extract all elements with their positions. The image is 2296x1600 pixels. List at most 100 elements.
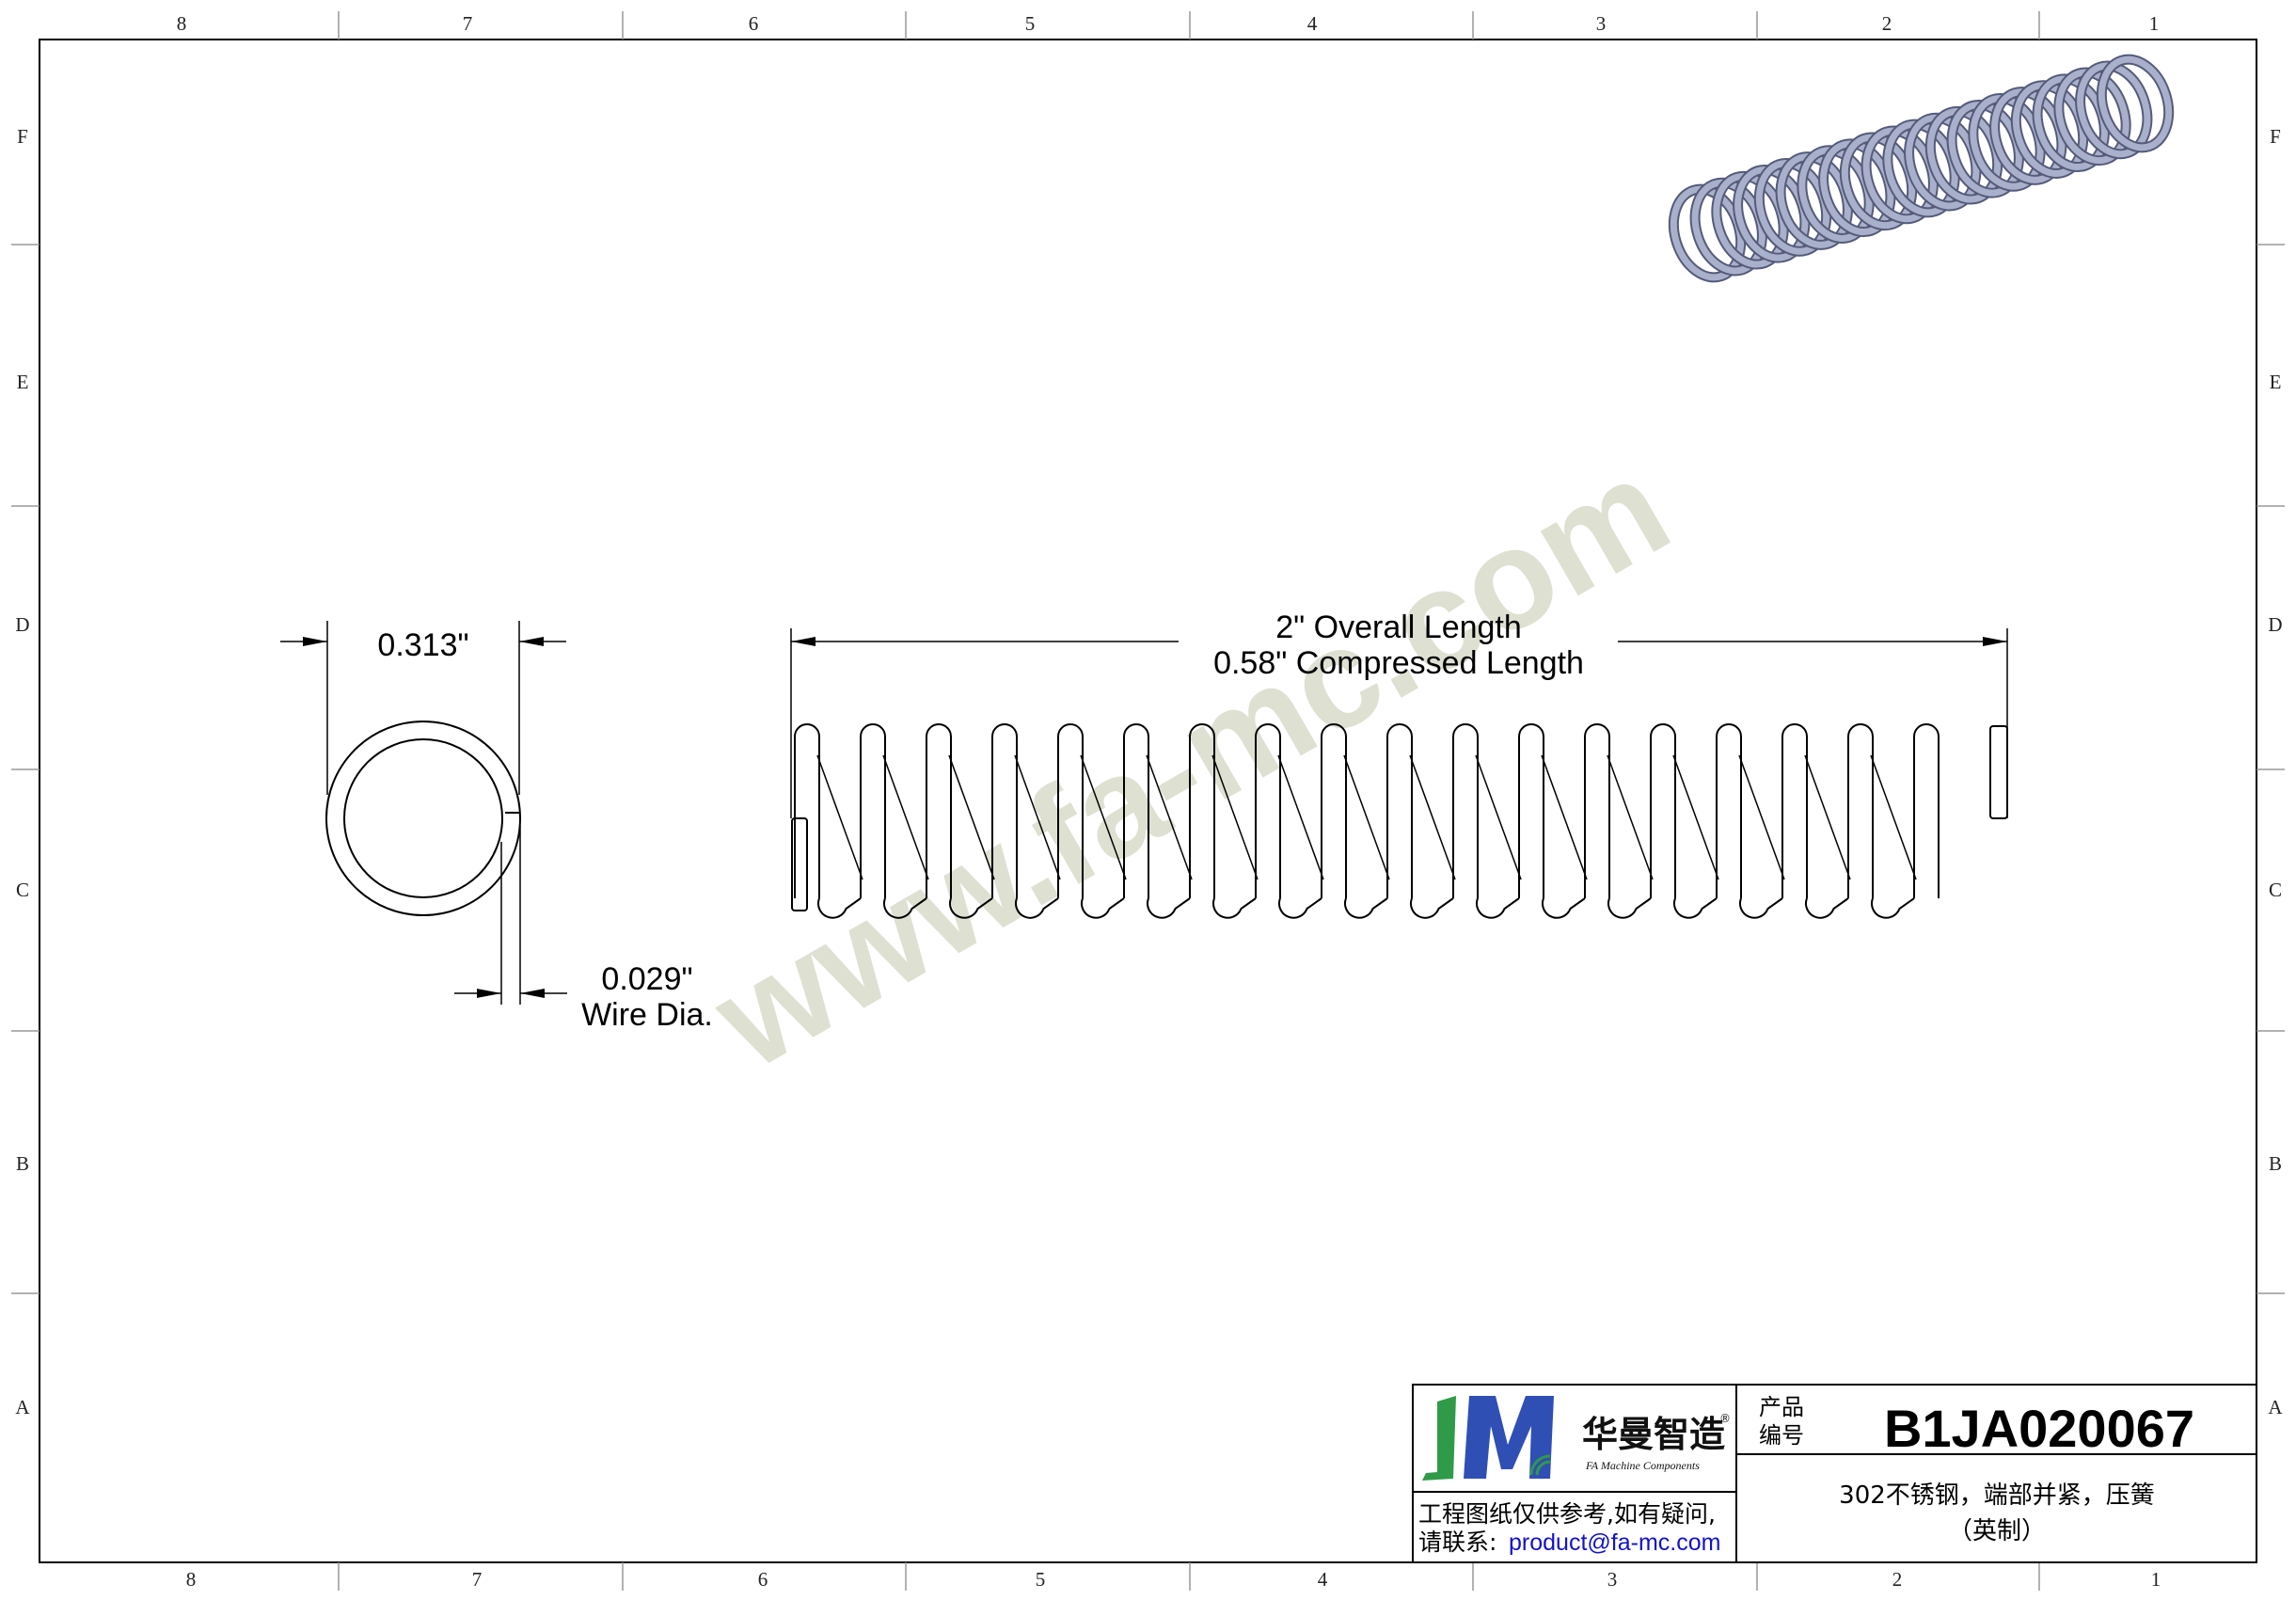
spring-coil-bottom <box>1343 897 1388 919</box>
spring-coil-front <box>926 723 952 898</box>
zone-row-label-right: A <box>2268 1396 2283 1418</box>
iso-coil <box>2098 55 2173 151</box>
zone-column-label-bottom: 2 <box>1892 1568 1903 1591</box>
wd-arrow-left <box>477 989 501 998</box>
zone-column-label-top: 2 <box>1882 12 1892 35</box>
zone-row-label-right: B <box>2269 1152 2282 1175</box>
spring-coil-front <box>1847 723 1874 898</box>
spring-coil-front <box>991 723 1018 898</box>
spring-coil-back <box>1409 754 1456 880</box>
spring-coil-bottom <box>1475 897 1520 919</box>
zone-row-label-left: E <box>17 371 29 393</box>
wire-diameter-dimension <box>454 826 567 1005</box>
spring-coil-back <box>948 754 995 880</box>
spring-coil-front <box>860 723 886 898</box>
title-block <box>1412 1384 2257 1563</box>
iso-coil <box>2077 62 2151 158</box>
spring-coil-back <box>1146 754 1193 880</box>
spring-coil-back <box>1870 754 1917 880</box>
spring-coil-bottom <box>1409 897 1454 919</box>
logo-english-name: FA Machine Components <box>1585 1459 1700 1472</box>
wd-arrow-right <box>520 989 545 998</box>
product-label-line-2: 编号 <box>1759 1422 1804 1449</box>
zone-column-label-bottom: 1 <box>2151 1568 2161 1591</box>
spring-coil-back <box>1738 754 1785 880</box>
zone-row-label-right: D <box>2268 613 2282 636</box>
contact-label: 请联系: <box>1418 1529 1496 1556</box>
zone-row-label-right: C <box>2269 879 2282 901</box>
spring-coil-bottom <box>1607 897 1652 919</box>
overall-length-label: 2" Overall Length <box>1275 610 1522 645</box>
zone-column-label-bottom: 7 <box>472 1568 483 1591</box>
outer-diameter-label: 0.313" <box>377 627 468 663</box>
zone-column-label-top: 4 <box>1307 12 1318 35</box>
spring-coil-bottom <box>1146 897 1191 919</box>
end-view-outer-circle <box>325 721 521 916</box>
spring-coil-back <box>1804 754 1851 880</box>
ol-arrow-right <box>1983 637 2007 646</box>
spring-coil-front <box>1584 723 1610 898</box>
spring-coil-front <box>1913 723 1940 898</box>
spring-coil-back <box>882 754 929 880</box>
zone-column-label-top: 6 <box>749 12 759 35</box>
zone-row-label-right: F <box>2270 125 2281 148</box>
spring-coil-bottom <box>1277 897 1322 919</box>
logo-signal-arc-1 <box>1535 1460 1551 1476</box>
spring-side-view <box>791 723 2008 919</box>
zone-row-label-left: C <box>16 879 29 901</box>
od-arrow-right <box>519 637 544 646</box>
spring-coil-front <box>1057 723 1084 898</box>
spring-coil-front <box>1716 723 1742 898</box>
logo-letter-m <box>1464 1396 1554 1479</box>
zone-column-label-bottom: 6 <box>758 1568 768 1591</box>
spring-coil-front <box>1781 723 1808 898</box>
zone-column-label-top: 7 <box>463 12 473 35</box>
spring-coil-back <box>1343 754 1390 880</box>
wire-diameter-value: 0.029" <box>601 961 692 997</box>
spring-coil-back <box>1277 754 1324 880</box>
product-description-unit: （英制） <box>1948 1517 2046 1545</box>
reference-note: 工程图纸仅供参考,如有疑问, <box>1418 1500 1716 1528</box>
spring-closed-end-right <box>1989 725 2008 819</box>
zone-column-label-top: 5 <box>1025 12 1036 35</box>
spring-coil-front <box>1452 723 1479 898</box>
spring-coil-bottom <box>948 897 993 919</box>
logo-signal-arc-2 <box>1529 1454 1551 1476</box>
zone-row-label-left: F <box>17 125 28 148</box>
spring-coil-back <box>1541 754 1588 880</box>
spring-coil-back <box>816 754 863 880</box>
zone-column-label-bottom: 5 <box>1036 1568 1046 1591</box>
spring-coil-bottom <box>816 897 862 919</box>
spring-closed-end-left <box>791 817 808 911</box>
spring-coil-bottom <box>1804 897 1849 919</box>
product-description: 302不锈钢，端部并紧，压簧 <box>1839 1481 2155 1510</box>
ol-arrow-left <box>791 637 815 646</box>
end-view-inner-circle <box>343 738 503 898</box>
zone-column-label-bottom: 8 <box>186 1568 197 1591</box>
contact-email[interactable]: product@fa-mc.com <box>1509 1529 1720 1556</box>
drawing-frame <box>39 39 2257 1563</box>
spring-coil-bottom <box>1541 897 1586 919</box>
outer-diameter-dimension <box>280 621 566 795</box>
zone-row-label-left: B <box>16 1152 29 1175</box>
zone-column-label-bottom: 4 <box>1318 1568 1328 1591</box>
spring-coil-front <box>1189 723 1215 898</box>
logo-registered-mark: ® <box>1719 1412 1731 1425</box>
zone-column-label-top: 3 <box>1596 12 1607 35</box>
wire-diameter-label: Wire Dia. <box>581 997 713 1033</box>
spring-coil-back <box>1607 754 1654 880</box>
title-block-frame <box>1412 1384 2257 1563</box>
spring-coil-back <box>1211 754 1259 880</box>
logo-digit-one <box>1422 1396 1456 1481</box>
spring-coil-back <box>1672 754 1719 880</box>
zone-row-label-left: D <box>15 613 29 636</box>
spring-coil-bottom <box>882 897 927 919</box>
spring-coil-bottom <box>1014 897 1059 919</box>
spring-coil-bottom <box>1080 897 1125 919</box>
spring-coil-front <box>794 723 820 898</box>
spring-coil-front <box>1518 723 1544 898</box>
zone-column-label-top: 8 <box>177 12 187 35</box>
logo-chinese-name: 华曼智造 <box>1582 1414 1725 1455</box>
